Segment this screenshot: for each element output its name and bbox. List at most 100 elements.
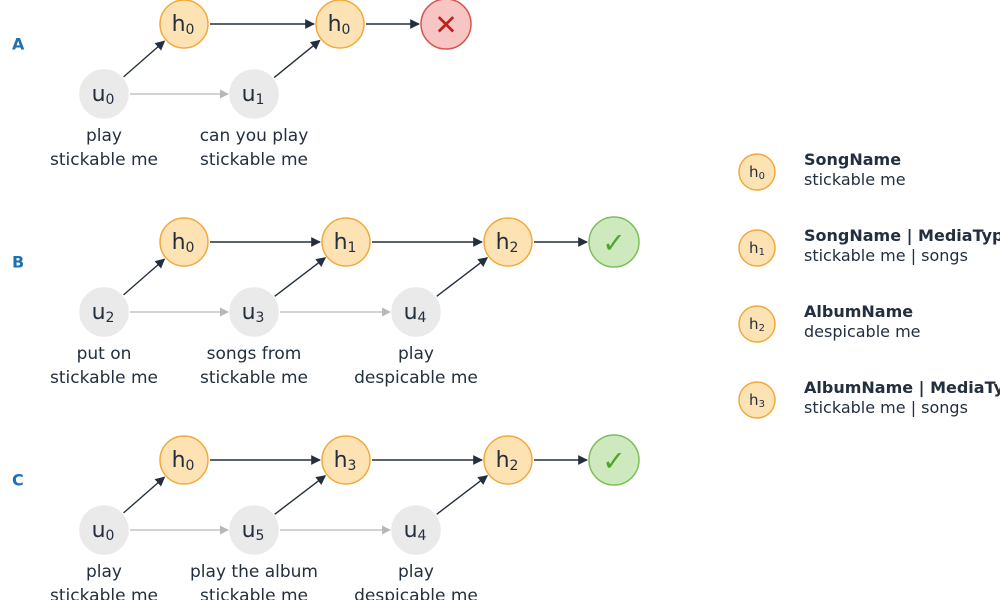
svg-text:h2: h2 [749,315,765,334]
hypothesis-bubble [159,217,209,267]
edge-b_u4-to-b_h2 [436,257,489,297]
node-label: u0 [92,82,115,109]
row-label-a: A [12,35,25,54]
legend-title-h1: SongName | MediaType [804,226,1000,245]
node-label: u1 [242,82,265,109]
legend-entry-h3: h3 AlbumName | MediaType stickable me | … [738,376,1000,424]
node-label: u0 [92,518,115,545]
caption-b_u3-line-1: songs from [207,344,302,364]
node-label: h0 [172,12,195,39]
caption-c_u5-line-1: play the album [190,562,318,582]
node-a_u1: u1 [229,69,279,119]
legend-title-h2: AlbumName [804,302,914,321]
row-label-c: C [12,471,24,490]
caption-b_u4-line-1: play [398,344,434,364]
legend-bubble-h3: h3 [738,381,776,419]
caption-a_u0-line-2: stickable me [50,150,158,170]
node-label: h2 [496,448,519,475]
node-label: u5 [242,518,265,545]
caption-c_u5-line-2: stickable me [200,586,308,600]
node-label: h3 [334,448,357,475]
hypothesis-bubble [483,217,533,267]
legend-entry-h0: h0 SongName stickable me [738,148,1000,196]
row-label-b: B [12,253,24,272]
hypothesis-bubble [321,435,371,485]
utterance-bubble [229,69,279,119]
node-b_u3: u3 [229,287,279,337]
check-icon: ✓ [602,227,625,260]
node-a_h0a: h0 [159,0,209,49]
node-c_end: ✓ [588,434,640,486]
hypothesis-bubble [315,0,365,49]
node-label: u2 [92,300,115,327]
node-label: u4 [404,300,427,327]
legend-value-h3: stickable me | songs [804,398,968,417]
node-a_end: ✕ [420,0,472,50]
legend-title-h3: AlbumName | MediaType [804,378,1000,397]
legend-bubble-h0: h0 [738,153,776,191]
caption-a_u0-line-1: play [86,126,122,146]
node-c_u4: u4 [391,505,441,555]
node-b_u4: u4 [391,287,441,337]
legend-entry-h1: h1 SongName | MediaType stickable me | s… [738,224,1000,272]
node-b_u2: u2 [79,287,129,337]
legend-value-h1: stickable me | songs [804,246,968,265]
node-c_h3: h3 [321,435,371,485]
node-label: h0 [328,12,351,39]
utterance-bubble [391,287,441,337]
caption-b_u2-line-1: put on [77,344,132,364]
legend-bubble-h2: h2 [738,305,776,343]
utterance-bubble [79,69,129,119]
utterance-bubble [229,505,279,555]
edge-c_u5-to-c_h3 [274,475,327,515]
node-b_h0: h0 [159,217,209,267]
failure-bubble [420,0,472,50]
edge-c_u4-to-c_h2 [436,475,489,515]
caption-a_u1-line-2: stickable me [200,150,308,170]
legend-bubble-h1: h1 [738,229,776,267]
node-label: h0 [172,448,195,475]
success-bubble [588,216,640,268]
utterance-bubble [229,287,279,337]
edge-b_u3-to-b_h1 [274,257,327,297]
caption-b_u2-line-2: stickable me [50,368,158,388]
nodes-layer: u0 h0 u1 h0 ✕ u2 h0 u3 h1 u4 h2 ✓ u0 h0 u5 h3 u4 h2 ✓ [79,0,640,555]
svg-text:h3: h3 [749,391,765,410]
edges-layer [123,19,588,535]
node-b_h2: h2 [483,217,533,267]
legend-value-h0: stickable me [804,170,906,189]
edge-c_u0-to-c_h0 [123,476,166,514]
caption-a_u1-line-1: can you play [200,126,309,146]
legend: h0 SongName stickable me h1 SongName | M… [738,0,1000,600]
node-label: h1 [334,230,357,257]
legend-title-h0: SongName [804,150,902,169]
node-c_u0: u0 [79,505,129,555]
node-c_h0: h0 [159,435,209,485]
svg-text:h1: h1 [749,239,765,258]
caption-c_u4-line-1: play [398,562,434,582]
node-b_end: ✓ [588,216,640,268]
caption-c_u0-line-2: stickable me [50,586,158,600]
node-label: h2 [496,230,519,257]
utterance-bubble [391,505,441,555]
edge-a_u1-to-a_h0b [273,39,321,79]
caption-c_u0-line-1: play [86,562,122,582]
node-b_h1: h1 [321,217,371,267]
caption-b_u4-line-2: despicable me [354,368,478,388]
node-label: u4 [404,518,427,545]
check-icon: ✓ [602,445,625,478]
edge-b_u2-to-b_h0 [123,258,166,296]
legend-entry-h2: h2 AlbumName despicable me [738,300,1000,348]
hypothesis-bubble [483,435,533,485]
edge-a_u0-to-a_h0a [123,40,166,78]
node-c_u5: u5 [229,505,279,555]
node-label: h0 [172,230,195,257]
cross-icon: ✕ [434,9,457,42]
success-bubble [588,434,640,486]
hypothesis-bubble [159,0,209,49]
hypothesis-bubble [321,217,371,267]
caption-b_u3-line-2: stickable me [200,368,308,388]
legend-value-h2: despicable me [804,322,921,341]
